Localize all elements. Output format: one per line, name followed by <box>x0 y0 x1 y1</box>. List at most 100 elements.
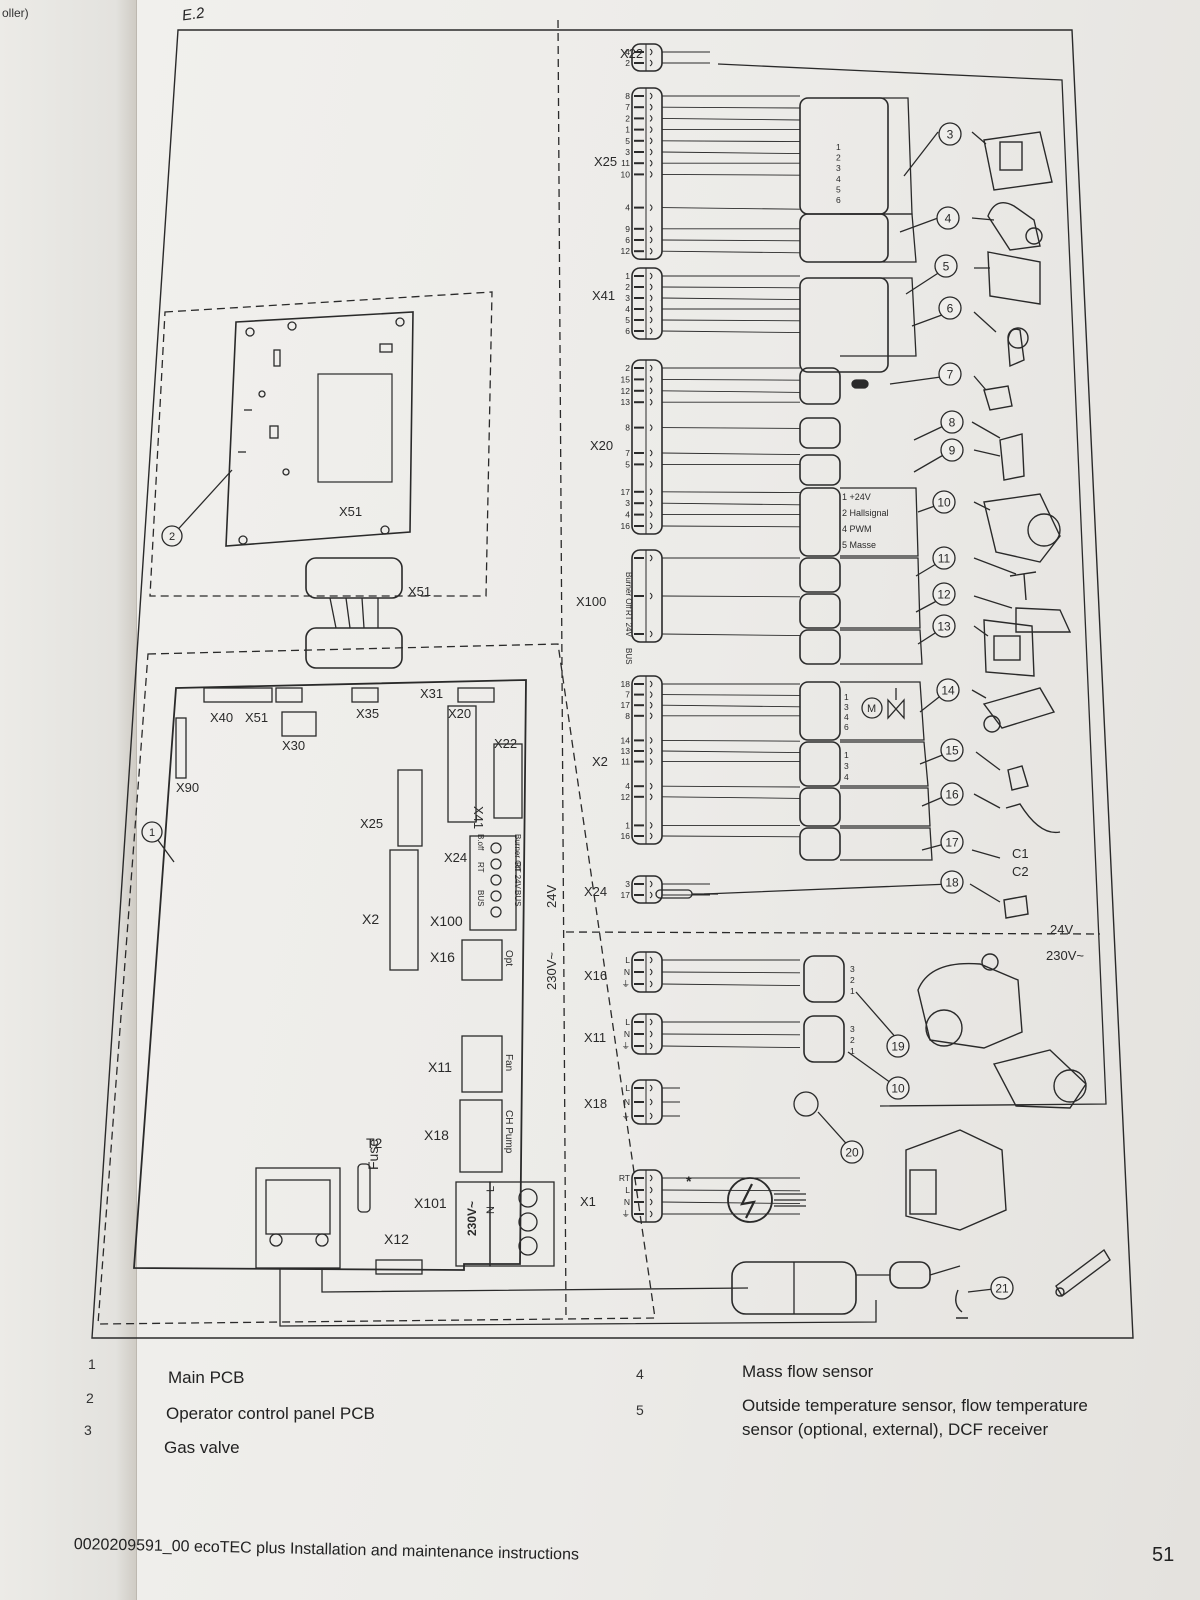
connector-label: X16 <box>584 968 607 983</box>
pcb-label-x30: X30 <box>282 738 305 753</box>
pcb-terminal-label: RT <box>476 862 485 873</box>
pin-label: 13 <box>621 746 631 756</box>
pin-label: RT 24V <box>624 610 633 637</box>
callout-number: 16 <box>945 788 959 802</box>
connector-label: X18 <box>584 1096 607 1111</box>
pcb-label-x31: X31 <box>420 686 443 701</box>
connector-x20 <box>631 359 663 535</box>
callout-circle <box>932 582 956 606</box>
pin-label: RT <box>619 1173 630 1183</box>
pin-label: 7 <box>625 102 630 112</box>
pcb-label-fuse: Fuse <box>365 1139 381 1170</box>
callout-number: 17 <box>945 836 959 850</box>
pcb-label-x2: X2 <box>362 911 379 927</box>
callout-number: 7 <box>947 368 954 382</box>
legend-number: 5 <box>636 1402 644 1418</box>
callout-number: 21 <box>995 1282 1009 1296</box>
pin-label: 12 <box>621 792 631 802</box>
callout-number: 8 <box>949 416 956 430</box>
zone-label-24v-right: 24V <box>1050 922 1073 937</box>
callout-number: 10 <box>937 496 951 510</box>
screw-terminal <box>490 842 502 854</box>
pin-label: L <box>625 1185 630 1195</box>
legend-text: Operator control panel PCB <box>166 1404 375 1423</box>
motor-pin: 6 <box>844 722 849 732</box>
pcb-label-230v: 230V~ <box>465 1201 479 1236</box>
legend-text: Gas valve <box>164 1438 240 1457</box>
callout-circle <box>940 782 964 806</box>
pin-label: 2 <box>625 363 630 373</box>
pin-label: 10 <box>621 169 631 179</box>
callout-circle <box>940 830 964 854</box>
pin-label: 4 <box>625 203 630 213</box>
pcb-label-x35: X35 <box>356 706 379 721</box>
pcb-label-x51_mid: X51 <box>408 584 431 599</box>
connector-x25 <box>631 87 663 260</box>
pcb-terminal-label: RT 24V <box>513 862 522 889</box>
callout-number: 9 <box>949 444 956 458</box>
pin-label: N <box>624 1029 630 1039</box>
pcb-label-n: N <box>485 1206 497 1214</box>
callout-circle <box>940 738 964 762</box>
callout-circle <box>886 1076 910 1100</box>
connector-x22 <box>631 43 663 72</box>
pin-label: 2 <box>625 58 630 68</box>
screw-terminal <box>490 874 502 886</box>
pin-label: L <box>625 955 630 965</box>
connector-x24 <box>631 875 663 904</box>
pin-label: 5 <box>625 459 630 469</box>
sensor-pin: 4 <box>844 772 849 782</box>
callout-circle <box>840 1140 864 1164</box>
fan-signal-pin: 1 +24V <box>842 492 871 502</box>
screw-terminal <box>490 906 502 918</box>
pcb-label-ch-pump: CH Pump <box>503 1110 514 1154</box>
c2-label: C2 <box>1012 864 1029 879</box>
pin-label: BUS <box>624 648 633 664</box>
pcb-label-x41: X41 <box>471 806 486 829</box>
callout-number: 12 <box>937 588 951 602</box>
pin-label: 3 <box>625 147 630 157</box>
callout-circle <box>934 254 958 278</box>
pin-label: 7 <box>625 448 630 458</box>
connector-x41 <box>631 267 663 340</box>
pcb-label-x18: X18 <box>424 1127 449 1143</box>
callout-number: 6 <box>947 302 954 316</box>
pin-label: 4 <box>625 47 630 57</box>
pcb-label-x40: X40 <box>210 710 233 725</box>
callout-circle <box>886 1034 910 1058</box>
connector-x2 <box>631 675 663 845</box>
callout-number: 15 <box>945 744 959 758</box>
motor-pin: 3 <box>844 702 849 712</box>
legend-text: Main PCB <box>168 1368 245 1387</box>
pin-label: 12 <box>621 246 631 256</box>
legend-number: 3 <box>84 1422 92 1438</box>
connector-label: X24 <box>584 884 607 899</box>
pin-label: 18 <box>621 679 631 689</box>
gas-valve-pin: 2 <box>836 153 841 163</box>
pin-label: 9 <box>625 224 630 234</box>
callout-circle <box>990 1276 1014 1300</box>
callout-number: 3 <box>947 128 954 142</box>
pin-label: 3 <box>625 879 630 889</box>
pcb-terminal-label: Burner Off <box>513 834 522 872</box>
sensor-pin: 3 <box>844 761 849 771</box>
pin-label: 17 <box>621 700 631 710</box>
callout-number: 13 <box>937 620 951 634</box>
pump-pin: 2 <box>850 975 855 985</box>
pcb-terminal-label: B.off <box>476 834 485 851</box>
motor-symbol: M <box>867 703 876 715</box>
c1-label: C1 <box>1012 846 1029 861</box>
pcb-label-x51: X51 <box>245 710 268 725</box>
pin-label: 2 <box>625 113 630 123</box>
callout-circle <box>936 206 960 230</box>
zone-label-230v: 230V~ <box>544 952 559 990</box>
pcb-label-x16: X16 <box>430 949 455 965</box>
pin-label: 7 <box>625 690 630 700</box>
pcb-label-opt: Opt <box>503 950 514 966</box>
pcb-label-fan: Fan <box>503 1054 514 1071</box>
pin-label: N <box>624 967 630 977</box>
callout-circle <box>932 490 956 514</box>
callout-circle <box>940 870 964 894</box>
